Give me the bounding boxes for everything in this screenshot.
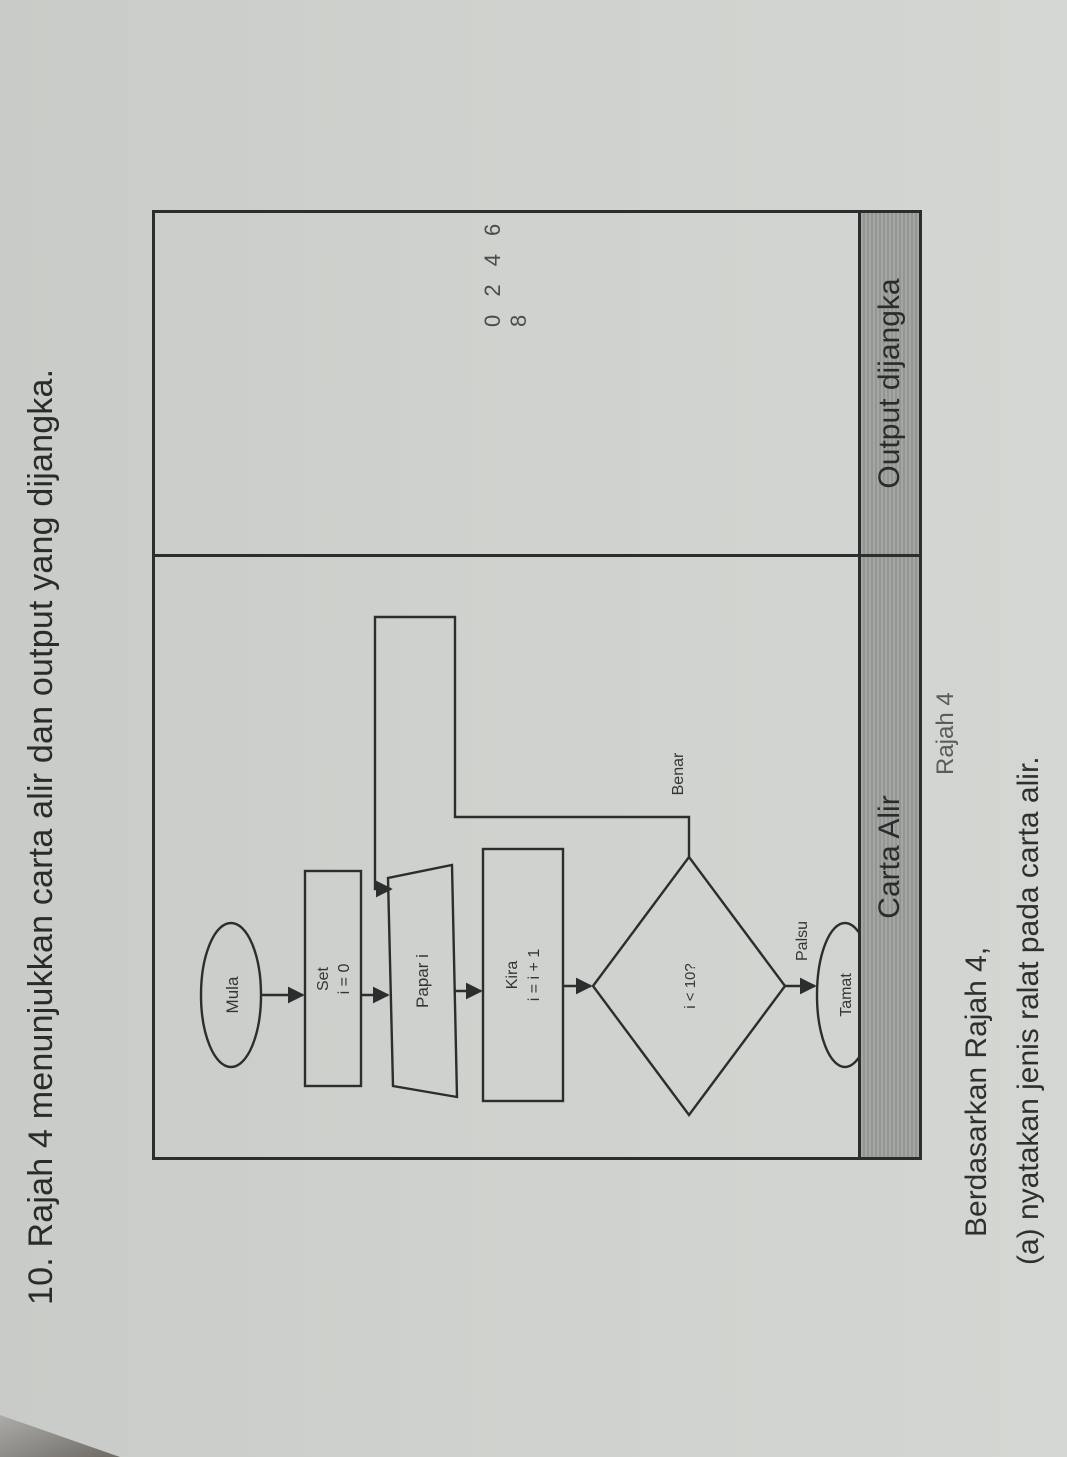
- set-process-shape: [303, 869, 363, 1088]
- flowchart-diagram: Mula Set i = 0 Papar i Kira i = i + 1 i …: [199, 615, 864, 1118]
- compute-label-line2: i = i + 1: [526, 949, 543, 1002]
- figure-table: Mula Set i = 0 Papar i Kira i = i + 1 i …: [152, 210, 922, 1160]
- column-header-flowchart: Carta Alir: [873, 795, 906, 919]
- set-label-line2: i = 0: [336, 964, 353, 995]
- question-number: 10.: [22, 1257, 60, 1305]
- question-part-a: (a) nyatakan jenis ralat pada carta alir…: [1012, 756, 1045, 1265]
- expected-output-value: 0 2 4 6 8: [480, 217, 531, 327]
- true-branch-label: Benar: [670, 752, 687, 795]
- question-intro: 10. Rajah 4 menunjukkan carta alir dan o…: [22, 369, 61, 1305]
- display-label: Papar i: [413, 954, 432, 1008]
- question-lead: Berdasarkan Rajah 4,: [960, 946, 993, 1237]
- column-header-output: Output dijangka: [873, 278, 906, 489]
- set-label-line1: Set: [315, 966, 332, 991]
- end-terminator-shape: [815, 921, 864, 1069]
- display-io-shape: [386, 863, 459, 1099]
- header-divider: [861, 554, 919, 557]
- figure-caption: Rajah 4: [932, 692, 959, 775]
- false-branch-label: Palsu: [794, 921, 811, 961]
- compute-process-shape: [481, 847, 565, 1103]
- end-label: Tamat: [838, 973, 855, 1017]
- figure-header-bar: Carta Alir Output dijangka: [858, 213, 919, 1157]
- start-label: Mula: [223, 976, 242, 1013]
- compute-label-line1: Kira: [504, 961, 521, 990]
- question-text: Rajah 4 menunjukkan carta alir dan outpu…: [22, 368, 60, 1248]
- decision-label: i < 10?: [682, 963, 699, 1008]
